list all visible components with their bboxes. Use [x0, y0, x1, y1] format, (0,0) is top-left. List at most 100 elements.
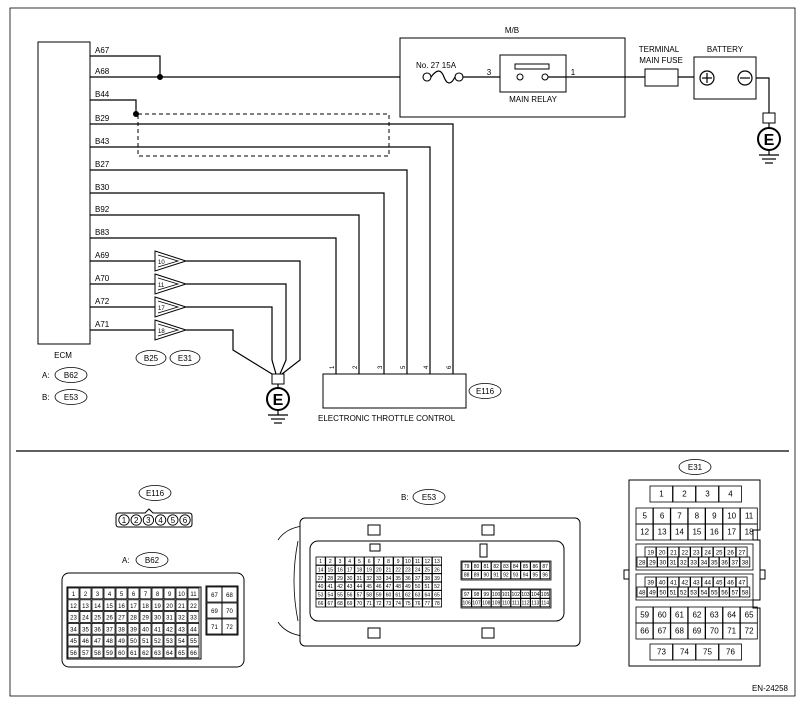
e31-block-lower — [635, 573, 754, 601]
e53-pin: 72 — [376, 601, 382, 607]
ecm-conn-b-letter: B: — [42, 393, 50, 402]
e31-pin: 65 — [745, 611, 754, 620]
b62-pin-cell — [163, 623, 176, 635]
b62-pin-cell — [67, 623, 80, 635]
b62-pin-cell — [151, 634, 164, 647]
b62-side-pin: 67 — [211, 593, 218, 599]
mb-title: M/B — [505, 26, 519, 35]
ecm-pin-label: B27 — [95, 160, 110, 169]
b62-pin-cell — [187, 611, 200, 623]
e53-pin-cell — [383, 590, 394, 599]
b62-pin-cell — [139, 646, 152, 659]
b62-pin: 37 — [106, 627, 113, 633]
b62-pin: 7 — [144, 592, 148, 598]
e53-pin: 73 — [386, 601, 392, 607]
e31-pin: 12 — [640, 528, 649, 537]
main-fuse-box — [644, 68, 679, 87]
e31-pin-cell — [739, 556, 751, 568]
e53-pin-cell — [344, 590, 355, 599]
e31-view-badge — [678, 459, 712, 475]
e53-pin: 2 — [329, 559, 332, 565]
wire-b44 — [90, 99, 137, 114]
e53-pin: 70 — [357, 601, 363, 607]
b62-pin-cell — [175, 611, 188, 623]
e53-pin: 44 — [357, 584, 363, 590]
e53-pin: 109 — [492, 601, 501, 607]
main-relay-coil — [514, 63, 550, 70]
etc-box — [322, 373, 467, 409]
e31-pin-cell — [687, 622, 706, 640]
e31-pin: 28 — [639, 561, 646, 567]
e31-pin: 10 — [727, 512, 736, 521]
etc-pin-label: 4 — [424, 365, 430, 369]
b62-pin: 62 — [142, 651, 149, 657]
e53-pin: 64 — [425, 593, 431, 599]
ecm-conn-a-letter: A: — [42, 371, 50, 380]
e53-pin: 114 — [541, 601, 549, 607]
e53-pin-cell — [364, 556, 375, 566]
e53-pin-cell — [334, 590, 345, 599]
e53-pin-cell — [431, 590, 442, 599]
e53-pin-cell — [364, 573, 375, 583]
e31-pin-cell — [739, 586, 751, 598]
e31-pin: 24 — [704, 551, 711, 557]
e31-pin-cell — [718, 643, 742, 661]
e31-pin: 27 — [739, 551, 746, 557]
e31-pin: 22 — [682, 551, 689, 557]
e53-pin: 9 — [397, 559, 400, 565]
e53-pin-cell — [373, 573, 384, 583]
ecm-conn-a-badge — [54, 367, 88, 383]
b62-pin-cell — [163, 587, 176, 600]
ground-wire-11 — [186, 283, 287, 375]
e53-pin-cell — [325, 590, 336, 599]
e31-pin: 66 — [640, 627, 649, 636]
e53-pin-cell — [364, 590, 375, 599]
ecm-pin-label: B44 — [95, 90, 110, 99]
b62-pin-cell — [151, 646, 164, 659]
e116-pin-label: 4 — [158, 516, 163, 525]
e53-pin: 83 — [503, 564, 509, 570]
b62-pin: 52 — [154, 639, 161, 645]
b62-pin-cell — [151, 587, 164, 600]
e31-block-upper — [635, 543, 754, 571]
ground-wire-18 — [186, 329, 273, 375]
e53-pin-cell — [490, 570, 502, 580]
e53-pin-cell — [461, 570, 472, 580]
e31-pin: 69 — [692, 627, 701, 636]
e31-pin-cell — [667, 556, 679, 568]
e53-view-latch-tr — [481, 524, 495, 536]
b62-pin: 4 — [108, 592, 112, 598]
e31-pin: 35 — [711, 561, 718, 567]
b62-pin-cell — [115, 634, 128, 647]
e31-pin-cell — [657, 586, 668, 598]
e53-pin-cell — [481, 598, 492, 608]
b62-pin-cell — [67, 634, 80, 647]
e31-pin: 7 — [677, 512, 682, 521]
b62-pin: 56 — [70, 651, 77, 657]
buffer-label: 18 — [158, 329, 165, 335]
b62-side-cell — [221, 586, 238, 603]
e53-view-latch-bl — [367, 627, 381, 639]
e53-pin: 23 — [405, 567, 411, 573]
e53-pin: 33 — [376, 576, 382, 582]
b62-pin: 13 — [82, 604, 89, 610]
b62-pin: 12 — [70, 604, 77, 610]
b62-view-prefix: A: — [122, 556, 130, 565]
etc-pin-label: 6 — [447, 365, 453, 369]
e53-pin-cell — [402, 556, 413, 566]
e53-pin: 58 — [366, 593, 372, 599]
e31-pin: 73 — [657, 648, 666, 657]
e53-pin-cell — [354, 573, 365, 583]
b62-pin: 21 — [178, 604, 185, 610]
e31-pin-cell — [740, 622, 758, 640]
e53-pin: 11 — [415, 559, 420, 565]
ground-wire-17 — [186, 306, 277, 375]
e31-pin-cell — [657, 556, 668, 568]
ecm-conn-a-code: B62 — [64, 371, 79, 380]
b62-pin-cell — [175, 646, 188, 659]
e31-pin-cell — [636, 586, 648, 598]
e31-pin-cell — [635, 523, 654, 541]
e53-pin-cell — [431, 556, 442, 566]
e53-pin-cell — [393, 573, 404, 583]
b62-pin-cell — [103, 646, 116, 659]
